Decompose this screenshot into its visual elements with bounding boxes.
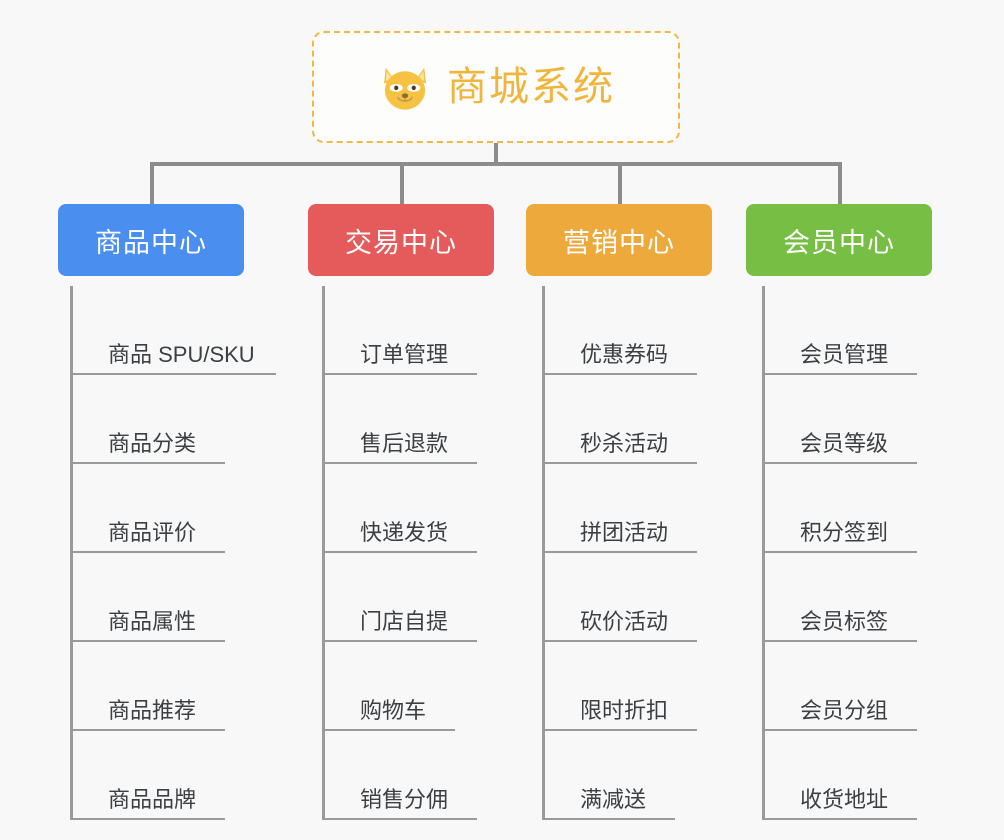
connector-drop-1 (150, 162, 154, 206)
leaf-underline (322, 551, 477, 553)
leaf-item[interactable]: 收货地址 (762, 731, 917, 820)
leaf-column-marketing-center: 优惠券码 秒杀活动 拼团活动 砍价活动 限时折扣 满减送 (542, 286, 697, 820)
leaf-item[interactable]: 商品评价 (70, 464, 255, 553)
connector-root-stub (494, 143, 498, 164)
leaf-underline (762, 462, 917, 464)
leaf-item[interactable]: 积分签到 (762, 464, 917, 553)
leaf-item[interactable]: 会员标签 (762, 553, 917, 642)
leaf-label: 购物车 (360, 698, 427, 723)
leaf-label: 商品分类 (108, 431, 197, 456)
leaf-trunk (762, 286, 765, 820)
leaf-item[interactable]: 会员等级 (762, 375, 917, 464)
connector-drop-3 (618, 162, 622, 206)
leaf-item[interactable]: 售后退款 (322, 375, 477, 464)
leaf-label: 秒杀活动 (580, 431, 669, 456)
leaf-label: 限时折扣 (580, 698, 669, 723)
connector-bus (150, 162, 842, 166)
leaf-underline (542, 640, 697, 642)
leaf-column-trade-center: 订单管理 售后退款 快递发货 门店自提 购物车 销售分佣 (322, 286, 477, 820)
leaf-underline (70, 373, 276, 375)
category-box-product-center[interactable]: 商品中心 (58, 204, 244, 276)
leaf-item[interactable]: 商品分类 (70, 375, 255, 464)
leaf-label: 优惠券码 (580, 342, 669, 367)
leaf-item[interactable]: 购物车 (322, 642, 455, 731)
category-label: 交易中心 (345, 227, 457, 258)
leaf-item[interactable]: 门店自提 (322, 553, 477, 642)
leaf-label: 销售分佣 (360, 787, 449, 812)
leaf-label: 会员管理 (800, 342, 889, 367)
leaf-column-member-center: 会员管理 会员等级 积分签到 会员标签 会员分组 收货地址 (762, 286, 917, 820)
leaf-trunk (542, 286, 545, 820)
leaf-label: 订单管理 (360, 342, 449, 367)
leaf-label: 积分签到 (800, 520, 889, 545)
leaf-item[interactable]: 拼团活动 (542, 464, 697, 553)
category-box-trade-center[interactable]: 交易中心 (308, 204, 494, 276)
leaf-underline (542, 818, 675, 820)
leaf-label: 满减送 (580, 787, 647, 812)
leaf-item[interactable]: 会员管理 (762, 286, 917, 375)
leaf-underline (762, 551, 917, 553)
root-title: 商城系统 (447, 65, 615, 109)
leaf-label: 砍价活动 (580, 609, 669, 634)
leaf-label: 商品评价 (108, 520, 197, 545)
leaf-underline (322, 729, 455, 731)
category-label: 商品中心 (95, 227, 207, 258)
leaf-trunk (322, 286, 325, 820)
leaf-label: 商品品牌 (108, 787, 197, 812)
leaf-underline (542, 729, 697, 731)
leaf-underline (322, 373, 477, 375)
leaf-underline (322, 818, 477, 820)
leaf-label: 会员等级 (800, 431, 889, 456)
leaf-column-product-center: 商品 SPU/SKU 商品分类 商品评价 商品属性 商品推荐 商品品牌 (70, 286, 276, 820)
leaf-item[interactable]: 商品品牌 (70, 731, 255, 820)
leaf-item[interactable]: 会员分组 (762, 642, 917, 731)
leaf-item[interactable]: 销售分佣 (322, 731, 477, 820)
leaf-underline (762, 818, 917, 820)
leaf-item[interactable]: 商品 SPU/SKU (70, 286, 276, 375)
leaf-label: 门店自提 (360, 609, 449, 634)
leaf-label: 拼团活动 (580, 520, 669, 545)
leaf-underline (542, 551, 697, 553)
leaf-underline (322, 640, 477, 642)
leaf-underline (542, 373, 697, 375)
leaf-underline (762, 729, 917, 731)
leaf-label: 会员标签 (800, 609, 889, 634)
leaf-item[interactable]: 砍价活动 (542, 553, 697, 642)
leaf-underline (542, 462, 697, 464)
leaf-underline (70, 462, 225, 464)
category-box-marketing-center[interactable]: 营销中心 (526, 204, 712, 276)
leaf-item[interactable]: 秒杀活动 (542, 375, 697, 464)
category-label: 营销中心 (563, 227, 675, 258)
leaf-item[interactable]: 订单管理 (322, 286, 477, 375)
leaf-item[interactable]: 快递发货 (322, 464, 477, 553)
leaf-underline (70, 729, 225, 731)
leaf-underline (762, 640, 917, 642)
leaf-underline (762, 373, 917, 375)
leaf-underline (322, 462, 477, 464)
leaf-underline (70, 818, 225, 820)
leaf-label: 商品 SPU/SKU (108, 342, 255, 367)
leaf-item[interactable]: 限时折扣 (542, 642, 697, 731)
leaf-label: 会员分组 (800, 698, 889, 723)
leaf-item[interactable]: 商品属性 (70, 553, 255, 642)
leaf-label: 售后退款 (360, 431, 449, 456)
leaf-label: 快递发货 (360, 520, 449, 545)
leaf-trunk (70, 286, 73, 820)
leaf-underline (70, 640, 225, 642)
category-box-member-center[interactable]: 会员中心 (746, 204, 932, 276)
leaf-underline (70, 551, 225, 553)
leaf-item[interactable]: 商品推荐 (70, 642, 255, 731)
leaf-label: 商品属性 (108, 609, 197, 634)
root-node-shop-system[interactable]: 商城系统 (312, 31, 680, 143)
leaf-item[interactable]: 优惠券码 (542, 286, 697, 375)
category-label: 会员中心 (783, 227, 895, 258)
shiba-dog-face-icon (377, 59, 433, 115)
connector-drop-2 (400, 162, 404, 206)
connector-drop-4 (838, 162, 842, 206)
leaf-item[interactable]: 满减送 (542, 731, 675, 820)
leaf-label: 商品推荐 (108, 698, 197, 723)
leaf-label: 收货地址 (800, 787, 889, 812)
